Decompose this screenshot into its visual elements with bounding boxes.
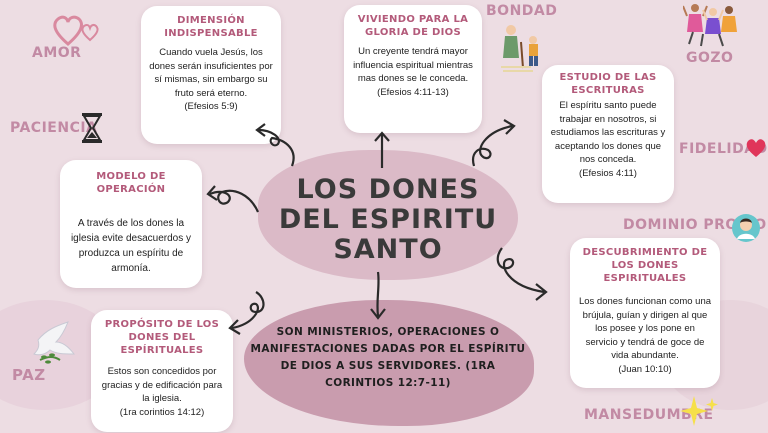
card-body: Estos son concedidos por gracias y de ed… <box>101 366 223 404</box>
card-title: DESCUBRIMIENTO DE LOS DONES ESPIRITUALES <box>582 247 708 284</box>
fruit-label-amor: AMOR <box>32 45 82 61</box>
background-blob-bottom <box>244 300 534 426</box>
card-proposito-dones: PROPÓSITO DE LOS DONES DEL ESPÍRITUALES … <box>91 310 233 432</box>
fruit-label-paciencia: PACIENCIA <box>10 120 98 136</box>
card-body: El espíritu santo puede trabajar en noso… <box>550 100 666 165</box>
hearts-icon <box>53 15 99 46</box>
card-dimension-indispensable: DIMENSIÓN INDISPENSABLE Cuando vuela Jes… <box>141 6 281 144</box>
card-title: ESTUDIO DE LAS ESCRITURAS <box>559 72 657 96</box>
jumping-people-icon <box>683 4 737 47</box>
card-body: Los dones funcionan como una brújula, gu… <box>578 296 712 361</box>
sparkles-icon <box>680 396 718 426</box>
elderly-helper-icon <box>501 25 538 72</box>
arrow-to-center-box <box>370 271 386 320</box>
card-reference: (Juan 10:10) <box>618 363 672 375</box>
card-descubrimiento-dones: DESCUBRIMIENTO DE LOS DONES ESPIRITUALES… <box>570 238 720 388</box>
card-title: DIMENSIÓN INDISPENSABLE <box>164 15 258 39</box>
card-modelo-operacion: MODELO DE OPERACIÓN A través de los done… <box>60 160 202 288</box>
background-blob-center <box>258 150 518 280</box>
person-avatar-icon <box>732 214 760 242</box>
card-title: PROPÓSITO DE LOS DONES DEL ESPÍRITUALES <box>104 319 220 356</box>
fruit-label-bondad: BONDAD <box>486 3 558 19</box>
fruit-label-dominio-propio: DOMINIO PROPIO <box>623 217 767 233</box>
arrow-to-estudio <box>472 119 516 167</box>
card-body: Cuando vuela Jesús, los dones serán insu… <box>149 47 273 99</box>
card-reference: (Efesios 5:9) <box>184 101 238 112</box>
dove-icon <box>33 321 76 364</box>
card-body: Un creyente tendrá mayor influencia espi… <box>353 46 473 84</box>
hourglass-icon <box>82 113 102 143</box>
card-body: A través de los dones la iglesia evite d… <box>70 218 192 274</box>
fruit-label-gozo: GOZO <box>686 50 734 66</box>
fruit-label-paz: PAZ <box>12 366 46 384</box>
arrow-to-viviendo <box>374 131 390 168</box>
card-reference: (Efesios 4:11) <box>579 167 637 179</box>
page-title: LOS DONES DEL ESPIRITU SANTO <box>278 174 498 265</box>
arrow-to-dimension <box>255 123 295 167</box>
card-reference: (1ra corintios 14:12) <box>119 406 205 418</box>
card-estudio-escrituras: ESTUDIO DE LAS ESCRITURAS El espíritu sa… <box>542 65 674 203</box>
card-viviendo-gloria: VIVIENDO PARA LA GLORIA DE DIOS Un creye… <box>344 5 482 133</box>
arrow-to-proposito <box>228 291 265 335</box>
card-title: MODELO DE OPERACIÓN <box>96 171 166 195</box>
card-title: VIVIENDO PARA LA GLORIA DE DIOS <box>357 14 469 38</box>
heart-icon <box>746 139 766 157</box>
arrow-to-modelo <box>206 185 260 213</box>
definition-text: SON MINISTERIOS, OPERACIONES O MANIFESTA… <box>250 326 526 389</box>
fruit-label-fidelidad: FIDELIDAD <box>679 141 768 157</box>
card-reference: (Efesios 4:11-13) <box>377 86 449 98</box>
arrow-to-descubrimiento <box>496 247 548 301</box>
